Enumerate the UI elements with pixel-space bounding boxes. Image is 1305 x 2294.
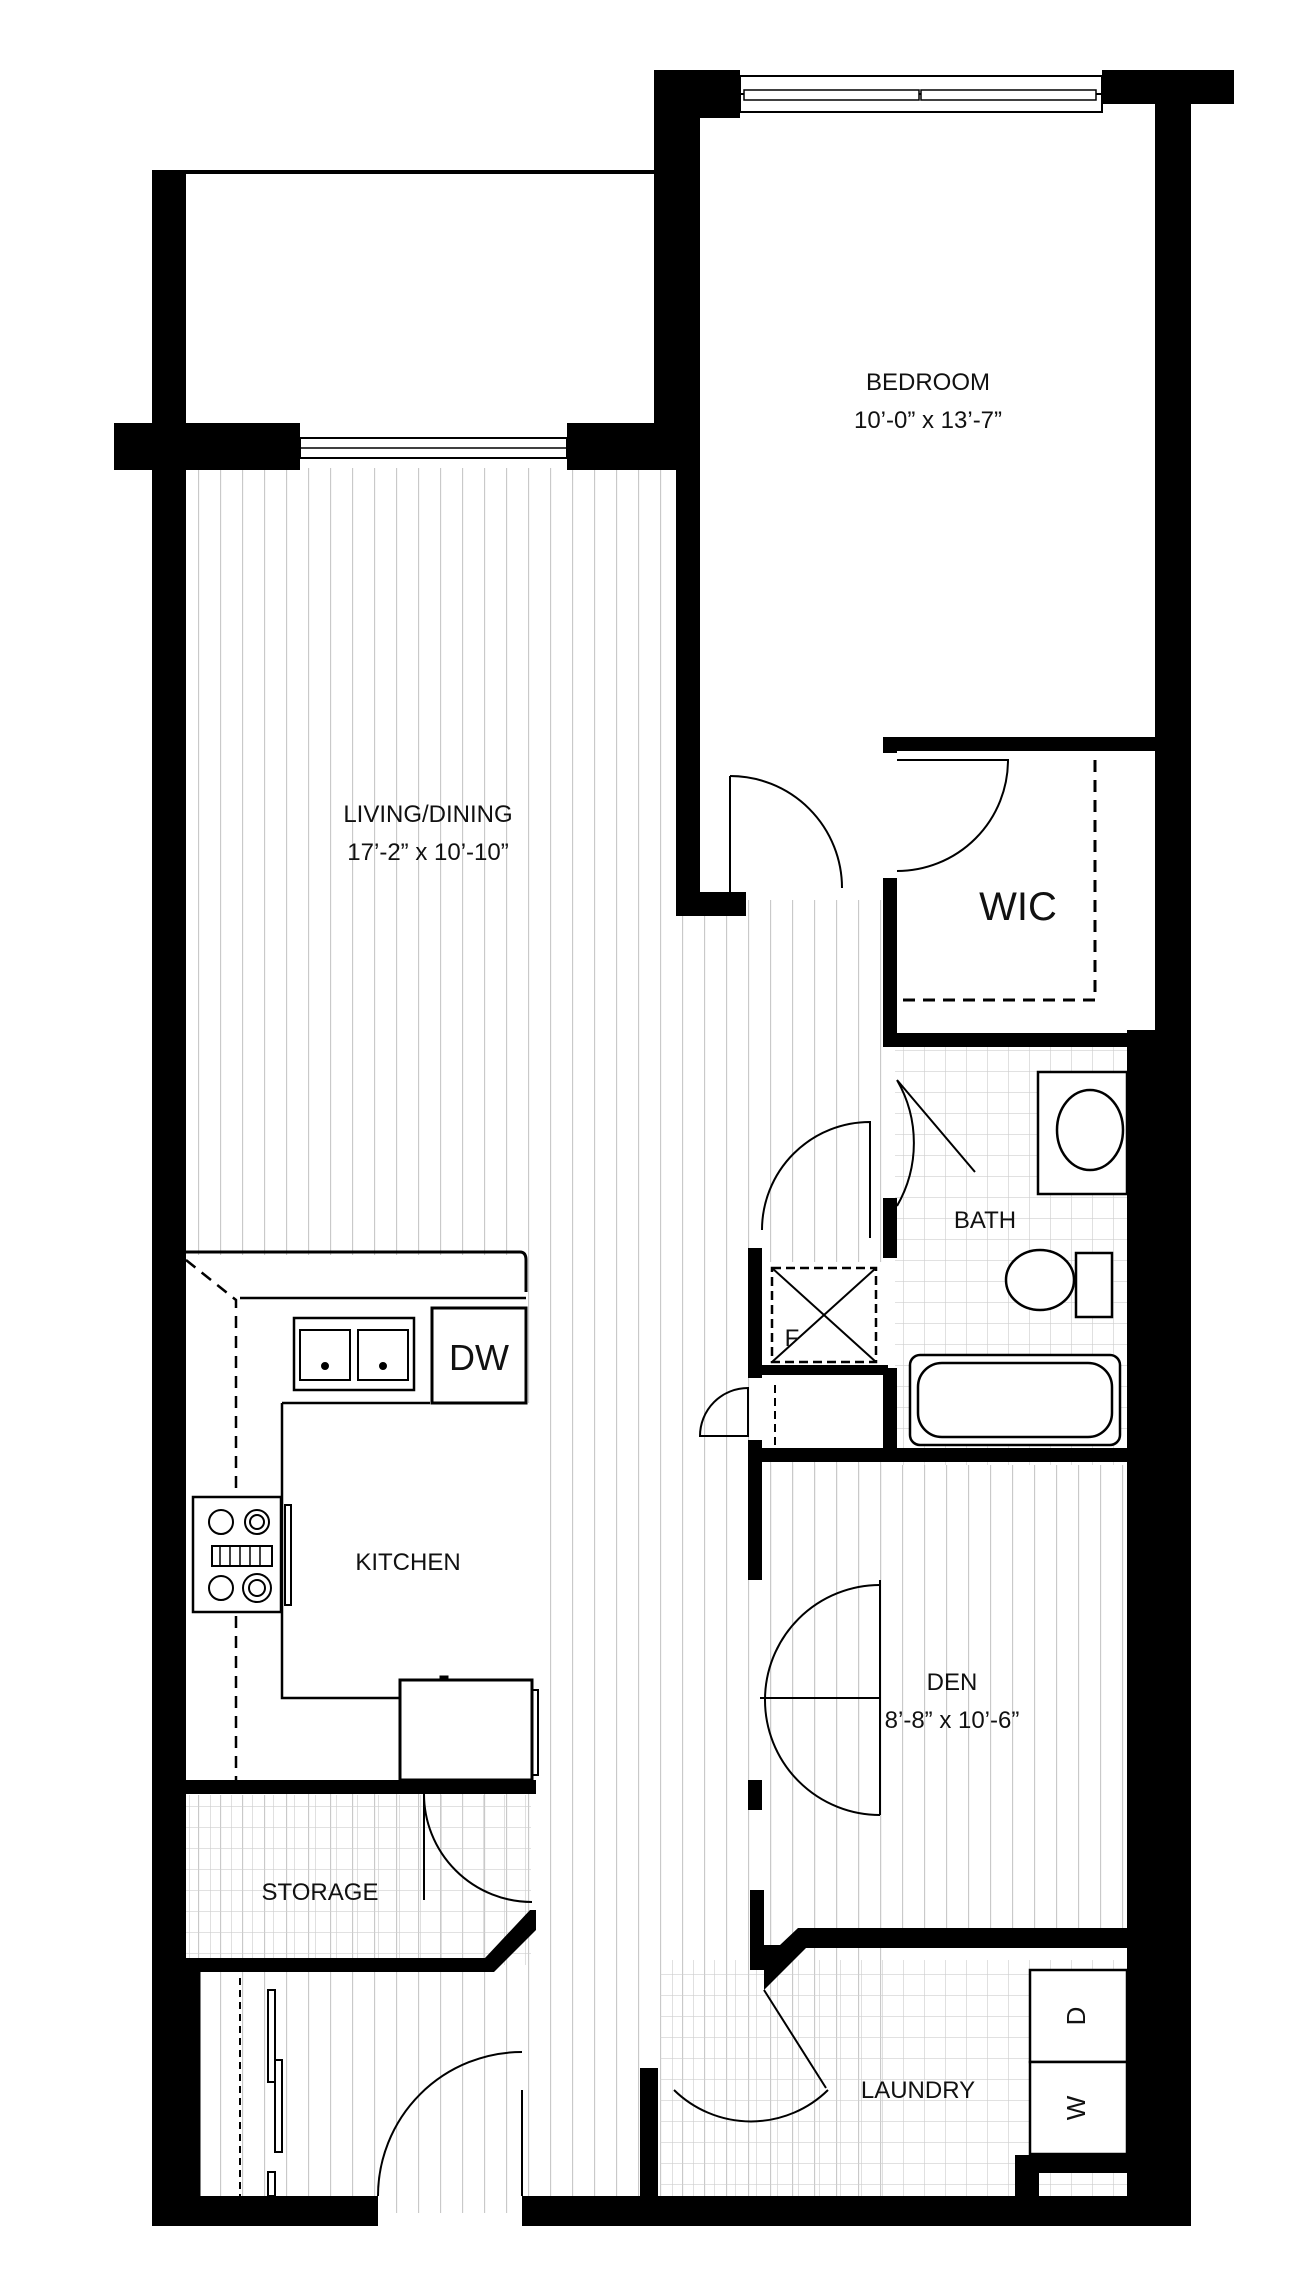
living-size: 17’-2” x 10’-10” — [347, 839, 508, 866]
toilet-icon — [1004, 1248, 1076, 1312]
dishwasher — [430, 1306, 528, 1405]
bedroom-door — [729, 775, 843, 892]
den-doors — [760, 1580, 881, 1816]
entry-closet — [185, 1971, 283, 2198]
dishwasher-label: DW — [449, 1337, 509, 1378]
laundry-label: LAUNDRY — [861, 2077, 975, 2104]
walls — [114, 70, 1234, 2226]
wic-label: WIC — [979, 885, 1057, 929]
kitchen-fixtures — [185, 1250, 539, 1790]
fridge-closet-door — [761, 1120, 871, 1238]
wic-door — [896, 759, 1010, 872]
room-labels: BEDROOM 10’-0” x 13’-7” LIVING/DINING 17… — [262, 369, 1091, 2120]
bedroom-label: BEDROOM — [866, 369, 990, 396]
wic-closet — [896, 759, 1097, 1002]
den-floor — [760, 1465, 1156, 1945]
den-label: DEN — [927, 1669, 978, 1696]
refrigerator — [398, 1678, 534, 1782]
wic-floor — [895, 750, 1157, 1040]
laundry-door — [673, 1989, 829, 2123]
washer — [1028, 2060, 1129, 2156]
bath-door — [896, 1079, 976, 1207]
bath-label: BATH — [954, 1207, 1016, 1234]
kitchen-sink-icon — [292, 1316, 416, 1392]
entrance-door — [377, 2051, 523, 2197]
dryer-label: D — [1061, 2007, 1091, 2026]
bath-fixtures — [896, 1070, 1129, 1447]
fridge-closet-floor — [760, 1262, 884, 1452]
kitchen-label: KITCHEN — [355, 1549, 460, 1576]
range-icon — [191, 1495, 292, 1614]
balcony-floor — [186, 173, 656, 428]
living-label: LIVING/DINING — [343, 801, 512, 828]
laundry-fixtures — [673, 1968, 1129, 2156]
storage-floor — [186, 1795, 531, 1965]
storage-door — [423, 1793, 533, 1903]
fridge-closet-label: F — [785, 1325, 800, 1352]
den-size: 8’-8” x 10’-6” — [885, 1707, 1020, 1734]
bedroom-size: 10’-0” x 13’-7” — [854, 407, 1002, 434]
storage-label: STORAGE — [262, 1879, 379, 1906]
washer-label: W — [1061, 2095, 1091, 2120]
fridge-closet — [698, 1120, 878, 1448]
living-window — [299, 437, 568, 459]
sink-icon — [1055, 1088, 1125, 1172]
bedroom-window — [739, 75, 1103, 113]
